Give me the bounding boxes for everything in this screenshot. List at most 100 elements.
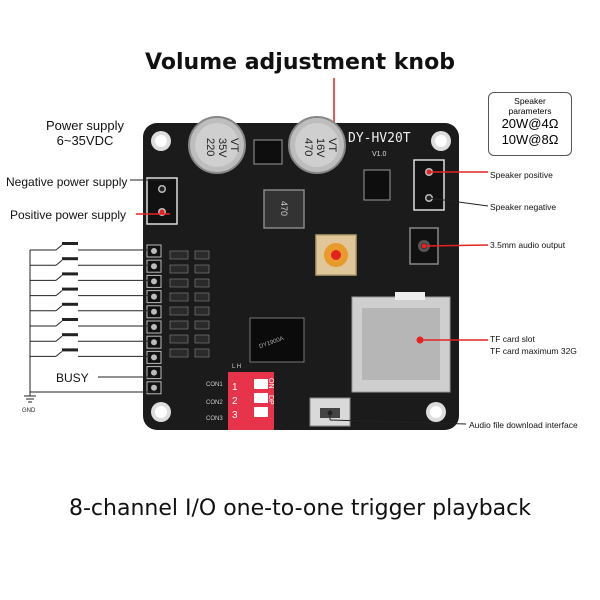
header-pin-pad xyxy=(151,324,157,330)
volume-knob xyxy=(315,234,357,276)
smd-diode xyxy=(194,264,210,274)
pcb-board: 220 35V VT 470 16V VT DY-HV20T V1.0 xyxy=(143,116,459,430)
header-pin-pad xyxy=(151,339,157,346)
push-button xyxy=(62,302,78,306)
capacitor-220uf: 220 35V VT xyxy=(188,116,246,174)
button-contact xyxy=(55,320,63,327)
speaker-spec-4ohm: 20W@4Ω xyxy=(501,116,559,131)
button-contact xyxy=(55,305,63,312)
push-button xyxy=(62,257,78,261)
button-contact xyxy=(55,335,63,342)
gnd-label: GND xyxy=(22,408,36,414)
header-pin-pad xyxy=(151,263,157,270)
diagram-title: Volume adjustment knob xyxy=(145,50,455,75)
speaker-params-title2: parameters xyxy=(508,106,552,116)
smd-diode xyxy=(194,334,210,344)
speaker-terminal xyxy=(413,159,445,211)
speaker-params-title1: Speaker xyxy=(514,96,546,106)
smd-diode xyxy=(194,320,210,330)
smd-resistor xyxy=(169,306,189,316)
dip-number-1: 1 xyxy=(232,382,238,393)
header-pin-pad xyxy=(151,308,157,315)
header-pin-pad xyxy=(151,248,157,254)
cap1-value: 220 xyxy=(204,138,216,156)
cap2-brand: VT xyxy=(326,138,338,152)
button-contact xyxy=(55,259,63,266)
smd-diode xyxy=(194,278,210,288)
download-interface-label: Audio file download interface xyxy=(469,420,578,430)
header-pin-pad xyxy=(151,384,157,391)
smd-resistor xyxy=(169,250,189,260)
dip-number-3: 3 xyxy=(232,410,238,421)
inductor-label: 470 xyxy=(279,201,289,216)
cap2-voltage: 16V xyxy=(314,138,326,158)
dip-dp-label: DP xyxy=(267,395,274,405)
ic-right xyxy=(363,169,391,201)
power-supply-line1: Power supply xyxy=(45,118,125,133)
cap1-voltage: 35V xyxy=(216,138,228,158)
diagram-footer: 8-channel I/O one-to-one trigger playbac… xyxy=(69,496,531,521)
speaker-parameters-box: Speaker parameters 20W@4Ω 10W@8Ω xyxy=(488,92,572,156)
cap2-value: 470 xyxy=(302,138,314,156)
audio-output-leader xyxy=(423,244,489,247)
header-pin-pad xyxy=(151,369,157,376)
push-button xyxy=(62,272,78,276)
smd-diode xyxy=(194,250,210,260)
io-header-pins xyxy=(146,244,162,395)
cap1-brand: VT xyxy=(228,138,240,152)
speaker-negative-label: Speaker negative xyxy=(490,202,557,212)
power-terminal xyxy=(146,177,178,225)
dip-switch: 1 2 3 ON DP xyxy=(228,372,274,430)
capacitor-470uf: 470 16V VT xyxy=(288,116,346,174)
push-button xyxy=(62,287,78,291)
mounting-holes xyxy=(151,131,451,422)
smd-diode xyxy=(194,306,210,316)
board-version-text: V1.0 xyxy=(372,151,387,158)
con3-label: CON3 xyxy=(206,416,223,422)
header-pin-pad xyxy=(151,278,157,285)
negative-power-label: Negative power supply xyxy=(6,175,128,189)
push-button xyxy=(62,333,78,337)
inductor: 470 xyxy=(263,189,305,229)
download-leader xyxy=(329,419,467,425)
smd-components xyxy=(169,250,210,358)
con1-label: CON1 xyxy=(206,382,223,388)
tf-slot-label: TF card slot xyxy=(490,334,535,344)
lh-label: L H xyxy=(232,364,241,370)
push-button xyxy=(62,242,78,245)
trigger-buttons xyxy=(30,242,150,357)
smd-resistor xyxy=(169,278,189,288)
tf-card-slot xyxy=(351,292,451,393)
button-contact xyxy=(55,275,63,281)
speaker-spec-8ohm: 10W@8Ω xyxy=(501,132,559,147)
gnd-symbol: GND xyxy=(22,250,36,414)
dip-on-label: ON xyxy=(267,378,274,389)
con2-label: CON2 xyxy=(206,400,223,406)
main-chip: DY1900A xyxy=(249,317,305,363)
push-button xyxy=(62,318,78,321)
smd-diode xyxy=(194,348,210,358)
smd-resistor xyxy=(169,348,189,358)
smd-resistor xyxy=(169,334,189,344)
button-contact xyxy=(55,244,63,251)
smd-resistor xyxy=(169,292,189,302)
tf-max-label: TF card maximum 32G xyxy=(490,346,577,356)
power-supply-label: Power supply 6~35VDC xyxy=(30,118,140,148)
push-button xyxy=(62,348,78,352)
header-pin-pad xyxy=(151,354,157,361)
busy-label: BUSY xyxy=(56,371,89,385)
button-contact xyxy=(55,290,63,296)
speaker-positive-label: Speaker positive xyxy=(490,170,553,180)
header-pin-pad xyxy=(151,293,157,300)
board-model-text: DY-HV20T xyxy=(348,131,411,146)
audio-output-label: 3.5mm audio output xyxy=(490,240,566,250)
dip-number-2: 2 xyxy=(232,396,238,407)
power-supply-line2: 6~35VDC xyxy=(56,133,114,148)
button-contact xyxy=(55,351,63,357)
speaker-negative-leader xyxy=(428,197,489,207)
smd-diode xyxy=(194,292,210,302)
smd-resistor xyxy=(169,320,189,330)
ic-top xyxy=(253,139,283,165)
smd-resistor xyxy=(169,264,189,274)
